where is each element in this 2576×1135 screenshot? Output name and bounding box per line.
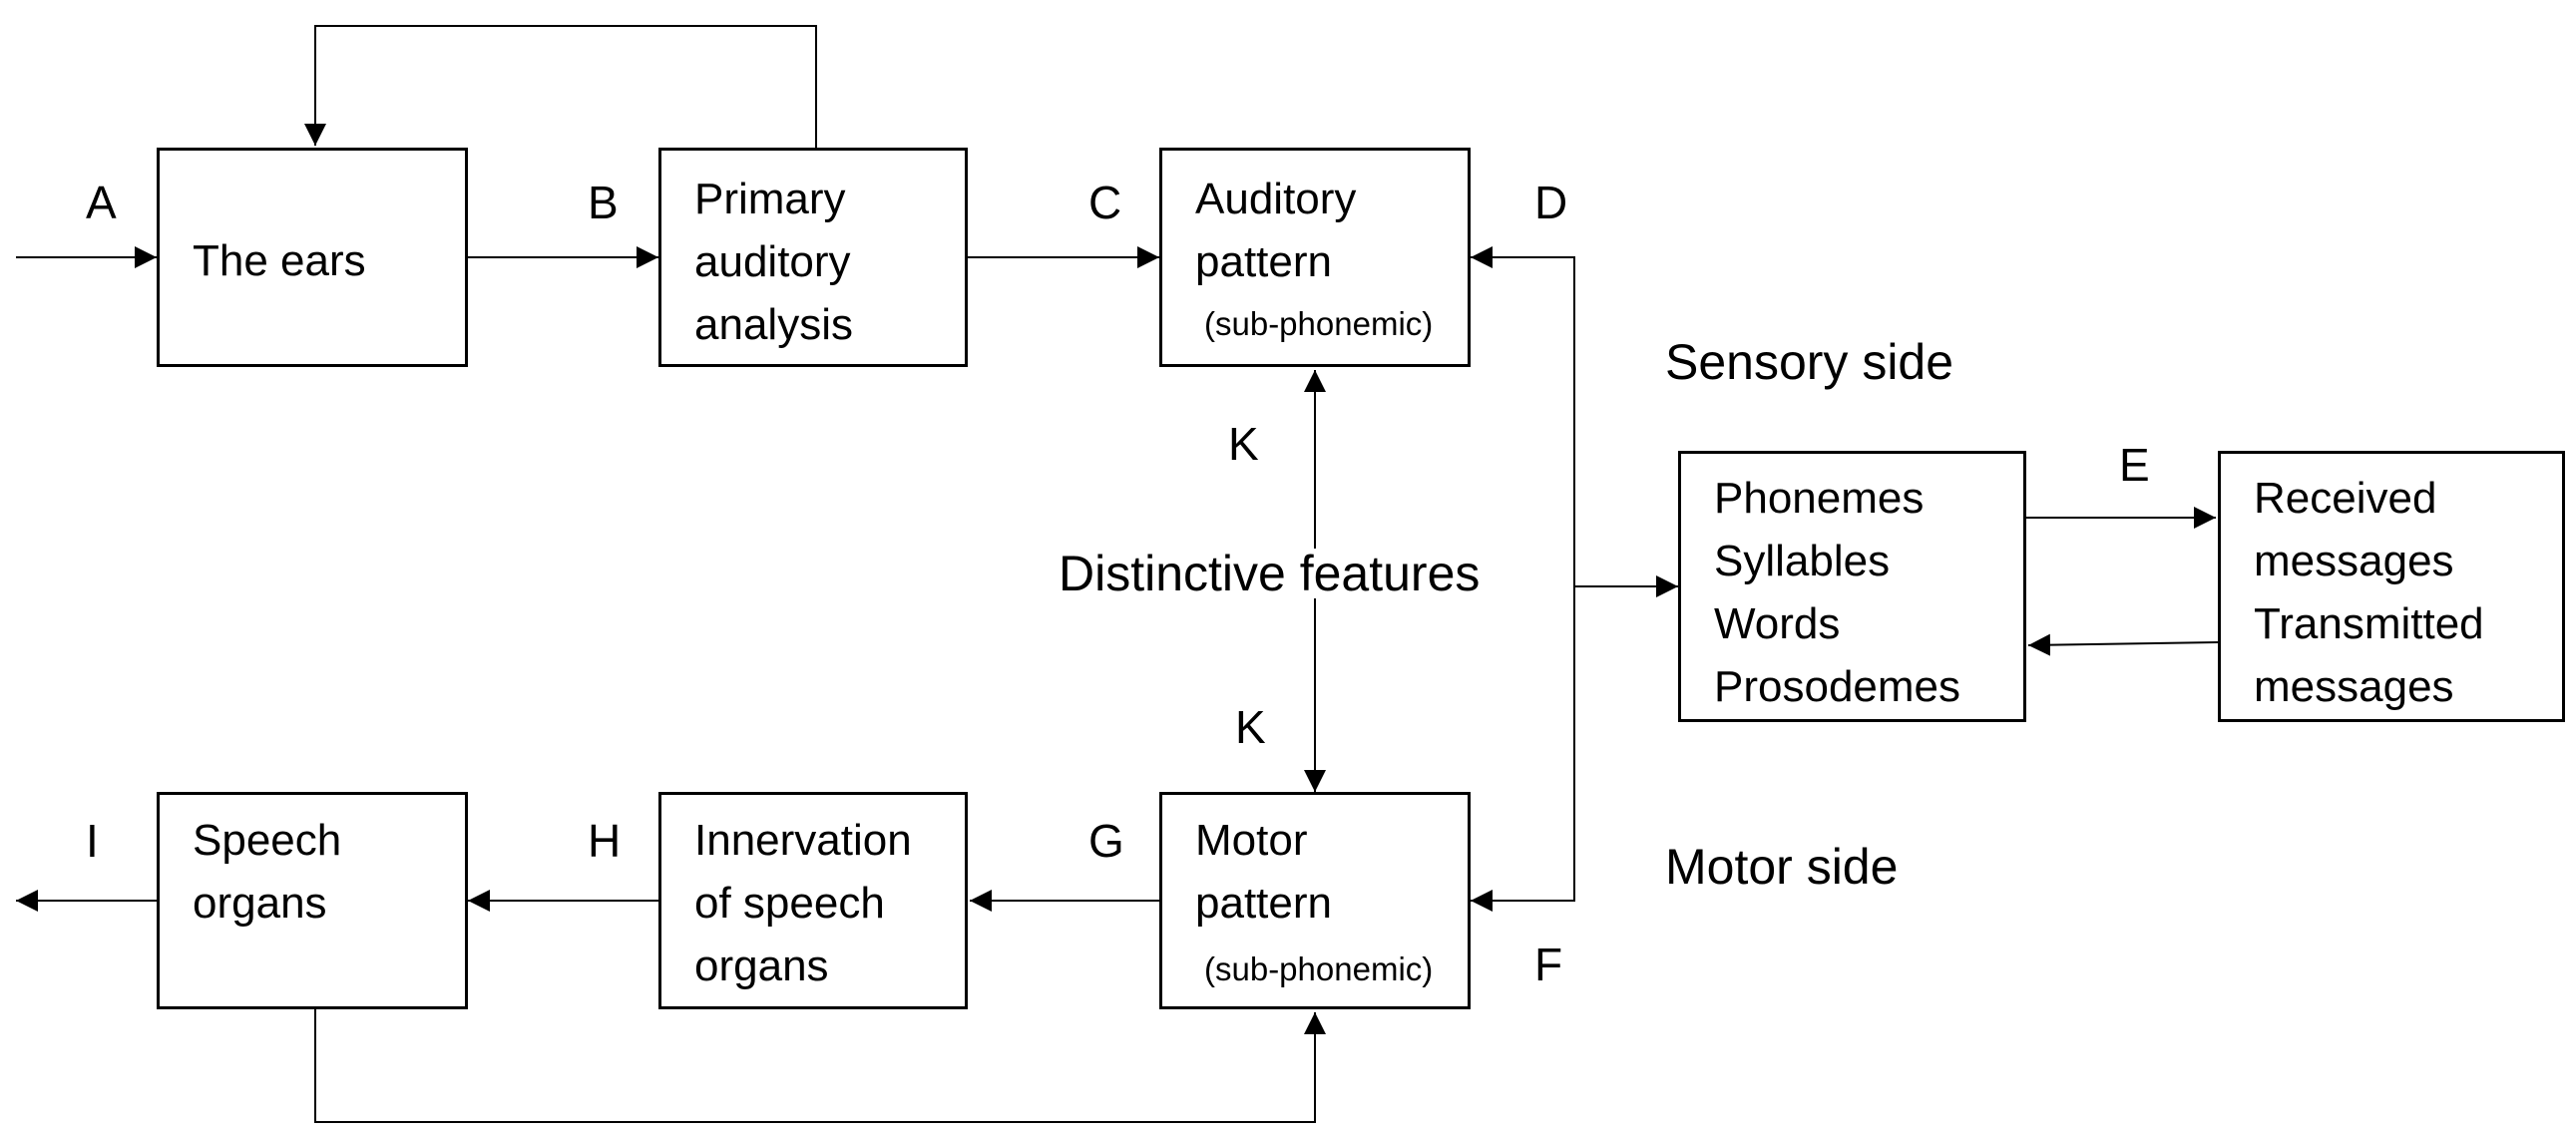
box-phonemes-line-1: Phonemes [1714,474,1925,523]
label-b: B [588,177,619,228]
sensory-side-label: Sensory side [1665,334,1954,390]
box-motor-pattern: Motor pattern (sub-phonemic) [1159,792,1471,1009]
arrow-to-motor-pattern [1471,586,1575,912]
motor-side-label: Motor side [1665,839,1899,895]
box-primary-line-2: auditory [694,237,851,286]
label-h: H [588,815,622,867]
distinctive-features-label: Distinctive features [1057,546,1483,601]
box-messages: Received messages Transmitted messages [2218,451,2565,722]
box-speech-line-2: organs [193,879,327,928]
label-g: G [1088,815,1124,867]
box-auditory-pattern: Auditory pattern (sub-phonemic) [1159,148,1471,367]
arrow-feedback-primary-to-ears [304,25,817,148]
box-messages-line-4: messages [2254,662,2454,711]
box-motor-line-2: pattern [1195,879,1332,928]
label-e: E [2119,439,2150,491]
box-motor-line-1: Motor [1195,816,1308,865]
box-speech-organs: Speech organs [157,792,468,1009]
box-auditory-line-1: Auditory [1195,175,1357,223]
auditory-sub-phonemic-note: (sub-phonemic) [1204,305,1434,342]
box-primary-auditory-analysis: Primary auditory analysis [658,148,968,367]
box-the-ears-line: The ears [193,236,366,285]
box-phonemes: Phonemes Syllables Words Prosodemes [1678,451,2026,722]
box-phonemes-line-4: Prosodemes [1714,662,1961,711]
arrow-to-auditory-pattern [1471,246,1575,586]
arrow-feedback-speech-to-motor [314,1009,1326,1123]
label-a: A [86,177,117,228]
box-auditory-line-2: pattern [1195,237,1332,286]
motor-sub-phonemic-note: (sub-phonemic) [1204,950,1434,987]
box-primary-line-1: Primary [694,175,846,223]
box-messages-line-3: Transmitted [2254,599,2484,648]
box-phonemes-line-3: Words [1714,599,1841,648]
label-k-top: K [1228,418,1259,470]
box-innervation: Innervation of speech organs [658,792,968,1009]
arrow-messages-to-phonemes [2027,633,2219,656]
box-primary-line-3: analysis [694,300,853,349]
box-phonemes-line-2: Syllables [1714,537,1891,585]
label-i: I [86,815,99,867]
box-innervation-line-3: organs [694,942,829,990]
label-k-bottom: K [1235,701,1266,753]
box-speech-line-1: Speech [193,816,342,865]
box-messages-line-1: Received [2254,474,2437,523]
box-the-ears: The ears [157,148,468,367]
box-innervation-line-1: Innervation [694,816,912,865]
label-f: F [1534,939,1563,990]
label-c: C [1088,177,1122,228]
box-innervation-line-2: of speech [694,879,885,928]
box-messages-line-2: messages [2254,537,2454,585]
label-d: D [1534,177,1568,228]
